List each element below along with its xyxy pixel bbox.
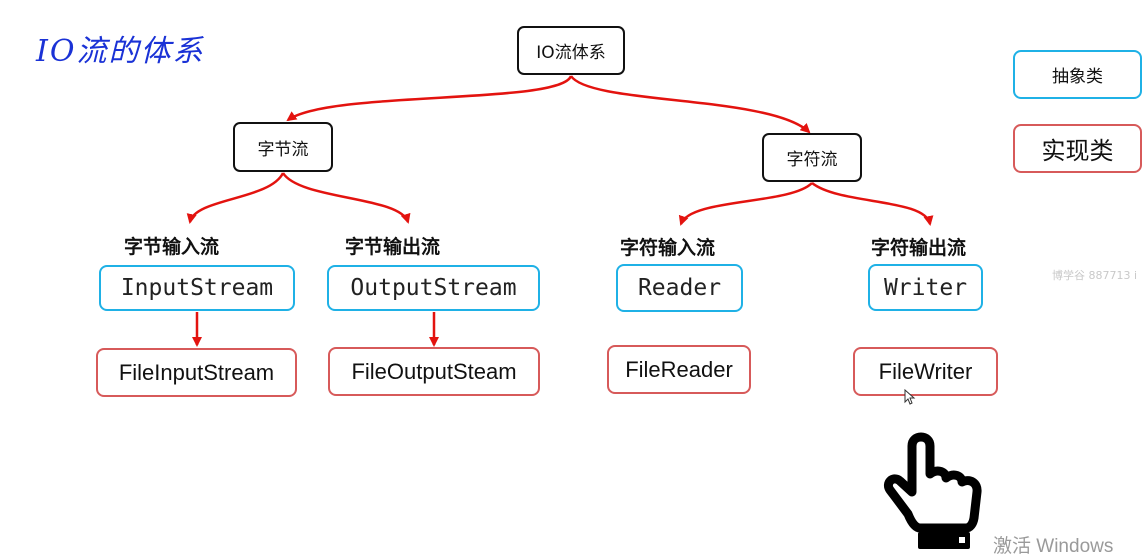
watermark: 博学谷 887713 i xyxy=(1052,269,1138,282)
arrow-char-to-output xyxy=(811,182,934,226)
arrow-root-to-char xyxy=(569,75,811,134)
byte-input-label: 字节输入流 xyxy=(124,236,220,258)
char-output-label: 字符输出流 xyxy=(871,237,967,259)
legend-abstract: 抽象类 xyxy=(1013,50,1142,99)
fileoutputsteam-node: FileOutputSteam xyxy=(328,347,540,396)
inputstream-node: InputStream xyxy=(99,265,295,311)
mouse-cursor-icon xyxy=(904,389,916,405)
activate-windows-text: 激活 Windows xyxy=(993,536,1114,557)
arrow-byte-to-output xyxy=(281,172,411,224)
hand-pointer-icon xyxy=(883,432,982,549)
char-stream-node: 字符流 xyxy=(762,133,862,182)
filereader-node: FileReader xyxy=(607,345,751,394)
filewriter-node: FileWriter xyxy=(853,347,998,396)
legend-impl: 实现类 xyxy=(1013,124,1142,173)
reader-node: Reader xyxy=(616,264,743,312)
byte-stream-node: 字节流 xyxy=(233,122,333,172)
root-node: IO流体系 xyxy=(517,26,625,75)
byte-output-label: 字节输出流 xyxy=(345,236,441,258)
writer-node: Writer xyxy=(868,264,983,311)
arrow-char-to-input xyxy=(678,182,813,226)
diagram-heading: IO流的体系 xyxy=(36,34,205,69)
outputstream-node: OutputStream xyxy=(327,265,540,311)
arrow-byte-to-input xyxy=(186,172,285,224)
char-input-label: 字符输入流 xyxy=(620,237,716,259)
arrow-root-to-byte xyxy=(286,75,573,122)
fileinputstream-node: FileInputStream xyxy=(96,348,297,397)
